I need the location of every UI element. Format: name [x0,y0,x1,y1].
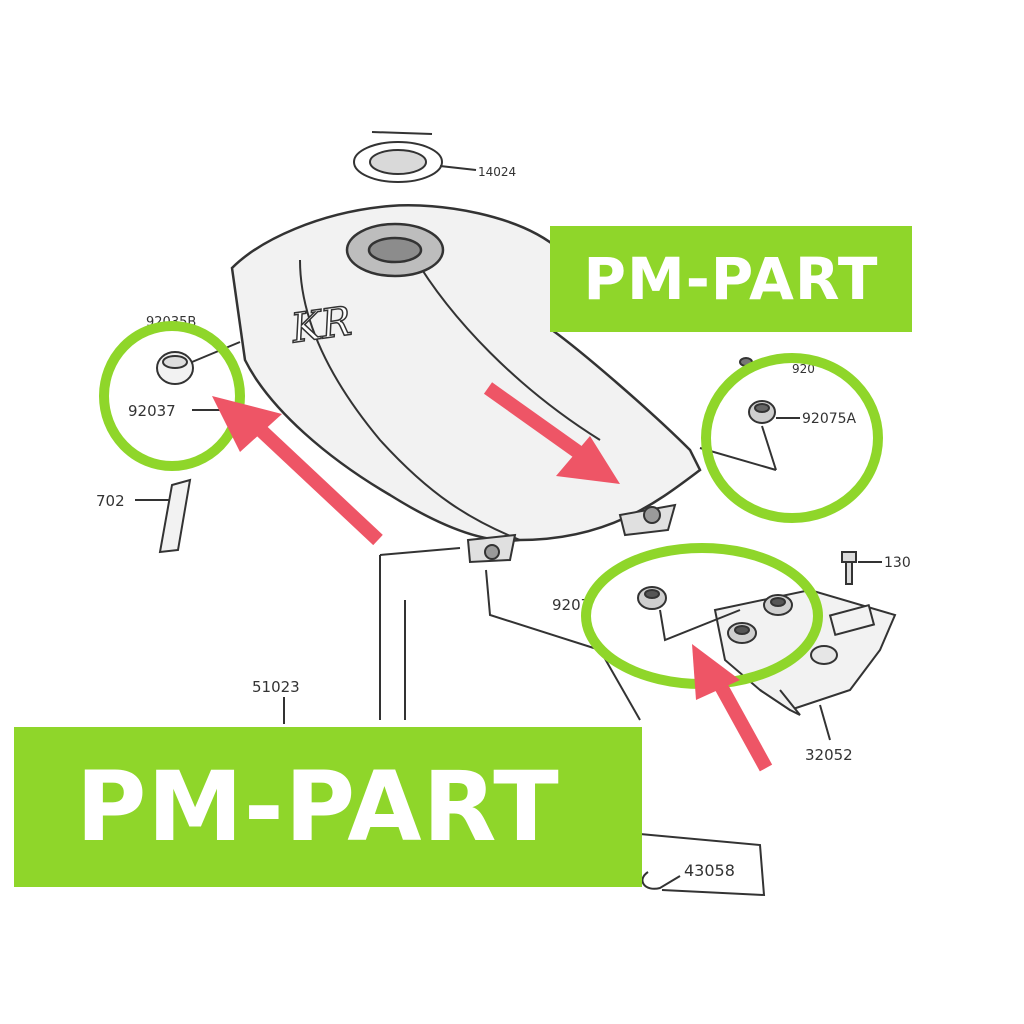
tank-logo: KR [288,298,355,352]
label-43058: 43058 [684,861,735,880]
watermark-banner-bottom: PM-PART [14,727,642,887]
arrow-bottom [692,644,773,772]
label-92037: 92037 [128,402,176,420]
label-51023: 51023 [252,678,300,696]
label-702: 702 [96,492,125,510]
pointer-arrows [212,382,773,772]
watermark-banner-top: PM-PART [550,226,912,332]
label-14024: 14024 [478,165,516,179]
highlight-circles [99,321,883,689]
label-920-partial: 920 [792,362,815,376]
label-92075A-right: 92075A [802,411,857,427]
left-damper-parts [135,341,241,554]
bolt-130 [841,551,882,585]
highlight-circle-left [99,321,245,471]
label-9207-mid: 9207 [552,596,590,614]
label-130: 130 [884,555,911,571]
label-32052: 32052 [805,746,853,764]
arrow-center [483,382,620,484]
arrow-left [212,396,383,546]
tank-cap-part [353,131,477,183]
rear-bracket-part [637,586,897,741]
tank-mount-tabs [466,503,677,564]
frame-cover-part [283,547,641,724]
right-grommet-part [699,357,800,471]
highlight-circle-right [701,353,883,523]
clamp-43058 [639,833,766,897]
